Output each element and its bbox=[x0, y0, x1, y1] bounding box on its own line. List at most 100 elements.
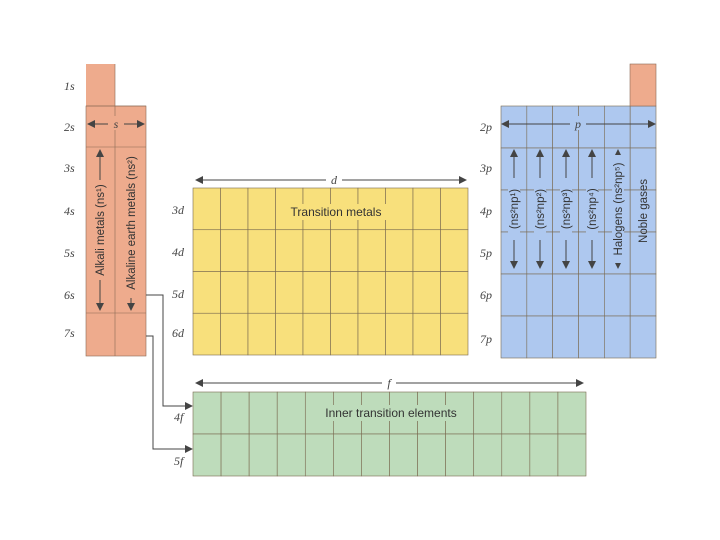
d-block bbox=[192, 187, 469, 356]
row-label-3d: 3d bbox=[171, 203, 185, 217]
f-cell bbox=[557, 391, 587, 435]
f-cell bbox=[529, 433, 559, 477]
f-cell bbox=[417, 433, 446, 477]
f-block bbox=[192, 391, 587, 477]
p-cell bbox=[629, 105, 657, 149]
f-connector-4f bbox=[146, 294, 193, 410]
row-label-4d: 4d bbox=[172, 245, 185, 259]
p-cell bbox=[526, 273, 553, 317]
d-cell bbox=[330, 271, 359, 314]
d-cell bbox=[412, 229, 441, 272]
d-cell bbox=[220, 229, 249, 272]
f-cell bbox=[389, 433, 418, 477]
d-cell bbox=[440, 271, 469, 314]
f-cell bbox=[192, 433, 222, 477]
alkaline-earth-label: Alkaline earth metals (ns²) bbox=[126, 156, 138, 290]
p-cell bbox=[629, 231, 657, 275]
p-cell bbox=[629, 189, 657, 233]
p-cell bbox=[526, 315, 553, 359]
f-cell bbox=[248, 391, 278, 435]
d-cell bbox=[192, 271, 221, 314]
p-cell bbox=[526, 105, 553, 149]
row-label-3s: 3s bbox=[63, 161, 75, 175]
row-label-3p: 3p bbox=[479, 161, 492, 175]
p-cell bbox=[578, 315, 605, 359]
row-label-5d: 5d bbox=[172, 287, 185, 301]
row-label-4s: 4s bbox=[64, 204, 75, 218]
d-cell bbox=[302, 229, 331, 272]
d-cell bbox=[275, 312, 304, 356]
d-cell bbox=[192, 187, 221, 231]
p1-group-label: (ns²np¹) bbox=[509, 189, 521, 229]
d-cell bbox=[385, 271, 414, 314]
p-cell bbox=[500, 105, 528, 149]
p-cell bbox=[578, 273, 605, 317]
row-label-6d: 6d bbox=[172, 326, 185, 340]
f-cell bbox=[192, 391, 222, 435]
d-cell bbox=[247, 312, 276, 356]
f-cell bbox=[529, 391, 559, 435]
row-label-6s: 6s bbox=[64, 288, 75, 302]
d-cell bbox=[330, 312, 359, 356]
f-connector-5f bbox=[146, 335, 193, 453]
d-cell bbox=[220, 312, 249, 356]
row-label-4p: 4p bbox=[480, 204, 492, 218]
inner-transition-label: Inner transition elements bbox=[325, 406, 456, 420]
p-block bbox=[500, 105, 657, 359]
s-block-label: s bbox=[114, 117, 119, 131]
p-cell-he bbox=[629, 63, 657, 107]
p2-group-label: (ns²np²) bbox=[535, 189, 547, 229]
f-cell bbox=[501, 391, 531, 435]
d-cell bbox=[440, 229, 469, 272]
row-label-2p: 2p bbox=[480, 120, 492, 134]
d-cell bbox=[412, 312, 441, 356]
p-cell bbox=[500, 315, 528, 359]
d-cell bbox=[302, 271, 331, 314]
d-cell bbox=[357, 271, 386, 314]
p-block-label: p bbox=[574, 117, 581, 131]
f-cell bbox=[333, 433, 362, 477]
d-cell bbox=[385, 229, 414, 272]
p-cell bbox=[552, 273, 579, 317]
f-cell bbox=[445, 433, 475, 477]
f-row-labels: 4f 5f bbox=[174, 410, 185, 468]
p-group-arrows bbox=[508, 149, 624, 269]
d-cell bbox=[220, 187, 249, 231]
alkali-metals-label: Alkali metals (ns¹) bbox=[95, 184, 107, 276]
p-cell bbox=[604, 273, 631, 317]
f-cell bbox=[473, 433, 503, 477]
row-label-4f: 4f bbox=[174, 410, 185, 424]
row-label-6p: 6p bbox=[480, 288, 492, 302]
p-cell bbox=[604, 105, 631, 149]
f-cell bbox=[276, 391, 306, 435]
d-cell bbox=[357, 229, 386, 272]
d-cell bbox=[412, 187, 441, 231]
d-cell bbox=[247, 271, 276, 314]
d-cell bbox=[275, 229, 304, 272]
f-cell bbox=[361, 433, 390, 477]
p-cell bbox=[552, 315, 579, 359]
f-cell bbox=[220, 391, 250, 435]
transition-metals-label: Transition metals bbox=[291, 205, 382, 219]
p-cell bbox=[500, 273, 528, 317]
row-label-1s: 1s bbox=[64, 79, 75, 93]
d-row-labels: 3d 4d 5d 6d bbox=[171, 203, 185, 340]
f-cell bbox=[276, 433, 306, 477]
d-cell bbox=[385, 312, 414, 356]
d-cell bbox=[357, 312, 386, 356]
row-label-7s: 7s bbox=[64, 326, 75, 340]
p-cell bbox=[604, 315, 631, 359]
d-cell bbox=[247, 187, 276, 231]
f-cell bbox=[501, 433, 531, 477]
d-cell bbox=[220, 271, 249, 314]
p-cell bbox=[629, 315, 657, 359]
row-label-5p: 5p bbox=[480, 246, 492, 260]
row-label-5f: 5f bbox=[174, 454, 185, 468]
row-label-7p: 7p bbox=[480, 332, 492, 346]
d-cell bbox=[275, 271, 304, 314]
row-label-2s: 2s bbox=[64, 120, 75, 134]
f-cell bbox=[557, 433, 587, 477]
d-cell bbox=[302, 312, 331, 356]
halogens-label: Halogens (ns²np⁵) bbox=[613, 162, 625, 255]
